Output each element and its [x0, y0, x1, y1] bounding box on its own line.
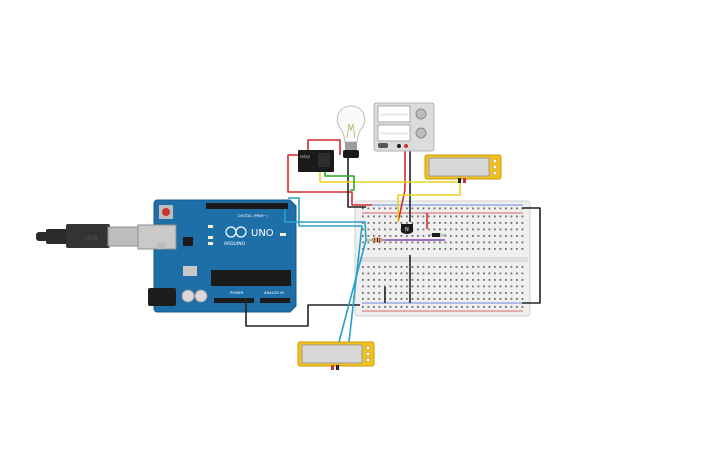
- atmega-chip: [211, 270, 291, 286]
- probe-black-bottom[interactable]: [336, 365, 339, 370]
- digital-label: DIGITAL (PWM~): [238, 214, 268, 218]
- resistor[interactable]: [367, 237, 386, 243]
- power-label: POWER: [230, 291, 244, 295]
- digital-header[interactable]: [206, 203, 288, 209]
- transistor-label: N: [405, 227, 409, 233]
- led-l: [208, 225, 213, 228]
- reset-button-cap[interactable]: [162, 208, 170, 216]
- led-tx: [208, 236, 213, 239]
- usb-label: USB: [85, 235, 97, 242]
- usb-chip: [183, 237, 193, 246]
- analog-header[interactable]: [260, 298, 290, 303]
- light-bulb-icon[interactable]: [336, 105, 366, 158]
- uno-logo-text: UNO: [251, 228, 274, 239]
- diode[interactable]: [428, 233, 446, 237]
- supply-terminal-negative[interactable]: [397, 144, 401, 148]
- wire-yellow-meter[interactable]: [397, 180, 461, 222]
- transistor[interactable]: N: [401, 224, 413, 234]
- capacitor-2: [194, 289, 208, 303]
- capacitor-1: [181, 289, 195, 303]
- regulator: [183, 266, 197, 276]
- relay-label: relay: [300, 154, 311, 159]
- wire-black-bulb[interactable]: [347, 158, 366, 208]
- wire-blue-signal[interactable]: [288, 197, 363, 343]
- voltage-knob[interactable]: [415, 108, 427, 120]
- usb-cable-icon: USB: [36, 224, 141, 248]
- wires[interactable]: [245, 139, 541, 343]
- probe-red[interactable]: [463, 178, 466, 183]
- wire-blue-meter[interactable]: [284, 209, 367, 343]
- led-rx: [208, 242, 213, 245]
- arduino-brand-text: ARDUINO: [224, 241, 246, 247]
- crystal: [157, 242, 166, 249]
- wire-black-gnd[interactable]: [245, 298, 360, 327]
- led-on: [280, 233, 286, 236]
- power-header[interactable]: [214, 298, 254, 303]
- multimeter-top[interactable]: [424, 154, 502, 183]
- dc-jack-icon: [148, 288, 176, 306]
- probe-red-bottom[interactable]: [331, 365, 334, 370]
- current-knob[interactable]: [415, 127, 427, 139]
- analog-label: ANALOG IN: [264, 291, 284, 295]
- supply-terminal-positive[interactable]: [404, 144, 408, 148]
- wire-red-relay[interactable]: [287, 154, 372, 206]
- wire-red-bulb[interactable]: [307, 139, 341, 155]
- supply-switch[interactable]: [378, 143, 388, 148]
- arduino-uno-board[interactable]: USB DIGITAL (PWM~) UNO ARDUINO: [36, 199, 297, 313]
- breadboard[interactable]: [354, 200, 531, 317]
- center-channel: [357, 257, 528, 262]
- wire-black-right-rail[interactable]: [522, 207, 541, 304]
- probe-black[interactable]: [458, 178, 461, 183]
- multimeter-bottom[interactable]: [297, 341, 375, 370]
- multimeter-bottom-display: [301, 344, 363, 364]
- wire-red-supply[interactable]: [397, 146, 406, 223]
- arduino-logo: UNO ARDUINO: [224, 226, 274, 247]
- relay[interactable]: relay: [298, 150, 334, 172]
- breadboard-holes[interactable]: [362, 207, 524, 308]
- power-supply[interactable]: [373, 102, 435, 152]
- multimeter-top-display: [428, 157, 490, 177]
